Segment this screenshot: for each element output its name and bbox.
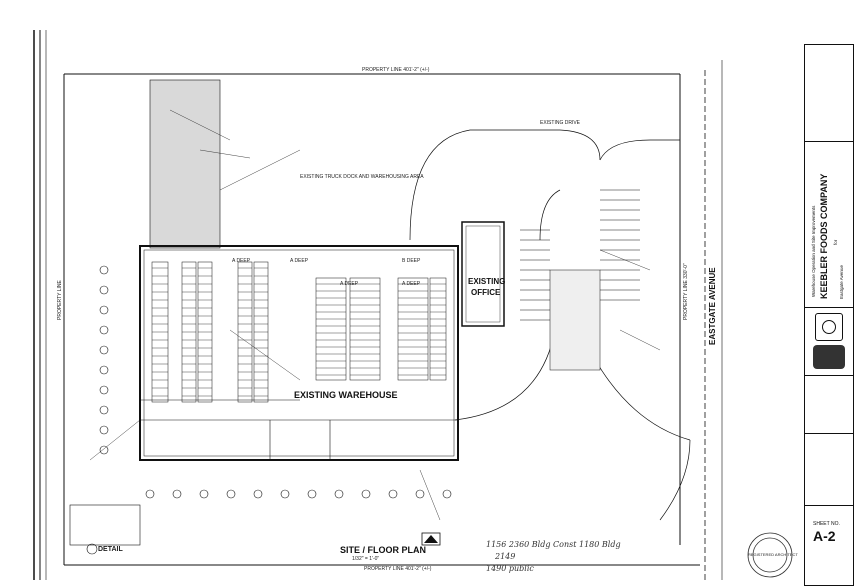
property-line-bottom: PROPERTY LINE 401'-2" (+/-)	[364, 566, 432, 572]
seal-text: REGISTERED ARCHITECT	[748, 552, 798, 557]
truck-dock-label: EXISTING TRUCK DOCK AND WAREHOUSING AREA	[300, 174, 424, 180]
drawing-title: SITE / FLOOR PLAN	[340, 545, 427, 555]
project-line-2: for	[833, 239, 838, 245]
handwritten-note-2: 2149	[495, 552, 516, 561]
office-outline	[461, 221, 505, 327]
detail-label: DETAIL	[98, 546, 123, 553]
project-address: Eastgate Avenue	[839, 265, 844, 299]
parking-stalls	[520, 189, 640, 321]
leader-lines	[89, 109, 661, 521]
room-label-1: A DEEP	[232, 258, 251, 264]
room-label-3: A DEEP	[340, 281, 359, 287]
detail-box	[69, 504, 141, 555]
concrete-pad	[549, 269, 601, 371]
sheet-number: A-2	[813, 528, 836, 544]
office-label-line1: EXISTING	[468, 277, 506, 286]
sheet-no-label: SHEET NO.	[813, 521, 840, 527]
sheet-border-left	[33, 30, 47, 580]
room-label-4: A DEEP	[402, 281, 421, 287]
property-line-right: PROPERTY LINE 330'-0"	[683, 263, 689, 320]
property-boundary	[63, 60, 723, 580]
project-line-1: Warehouse Operation and Site Improvement…	[811, 205, 816, 297]
company-name: KEEBLER FOODS COMPANY	[819, 173, 829, 299]
handwritten-note-1: 1156 2360 Bldg Const 1180 Bldg	[486, 540, 621, 549]
tree-logo-icon	[813, 345, 845, 369]
interior-walls	[140, 399, 458, 460]
property-line-top: PROPERTY LINE 401'-2" (+/-)	[362, 67, 430, 73]
warehouse-label: EXISTING WAREHOUSE	[294, 390, 398, 400]
property-line-left: PROPERTY LINE	[57, 280, 63, 320]
handwritten-note-3: 1490 public	[486, 564, 534, 573]
landscape-strip	[149, 79, 221, 249]
room-label-5: B DEEP	[402, 258, 421, 264]
office-label-line2: OFFICE	[471, 288, 501, 297]
room-label-2: A DEEP	[290, 258, 309, 264]
architect-seal	[747, 532, 793, 578]
existing-drive-label: EXISTING DRIVE	[540, 120, 581, 126]
north-arrow-icon	[421, 532, 441, 546]
company-logo-icon	[815, 313, 843, 341]
rack-cross-lines	[152, 267, 446, 397]
warehouse-outline	[139, 245, 459, 461]
title-block: KEEBLER FOODS COMPANY Warehouse Operatio…	[804, 44, 854, 586]
street-label: EASTGATE AVENUE	[708, 267, 717, 345]
column-grid-bubbles	[99, 265, 452, 499]
drawing-scale: 1/32" = 1'-0"	[352, 556, 380, 562]
